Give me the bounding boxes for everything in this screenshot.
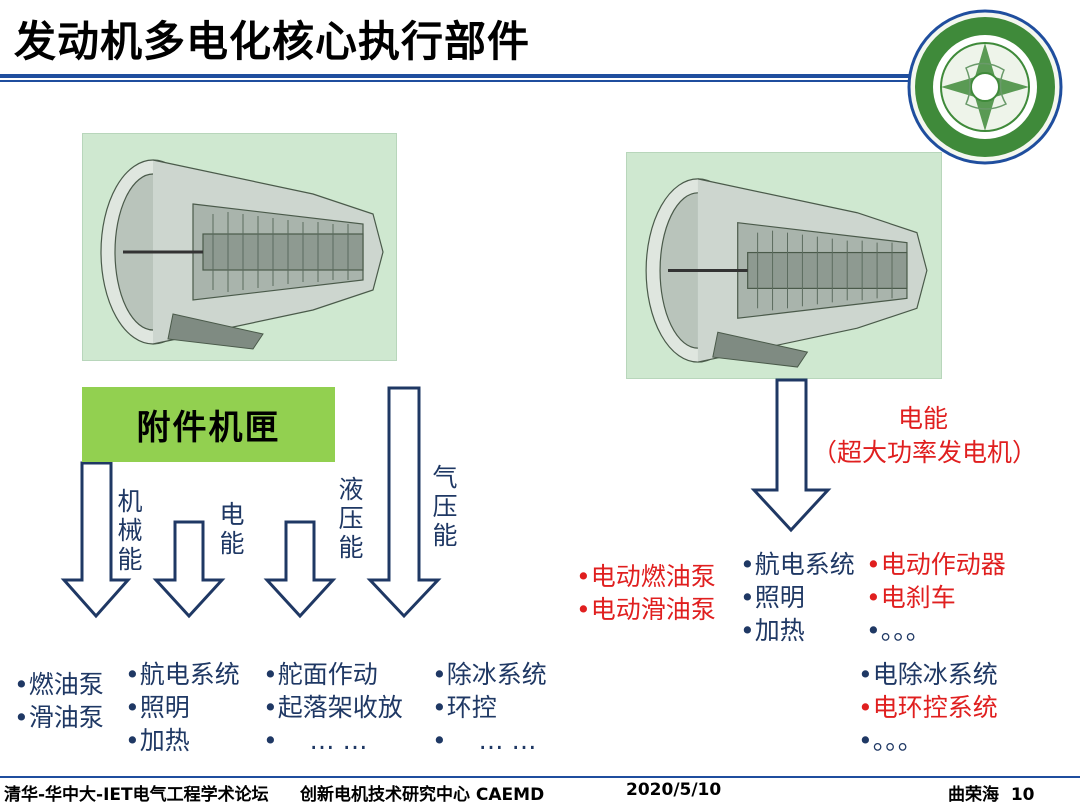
list-item: •。。。 bbox=[866, 616, 931, 645]
list-item: •燃油泵 bbox=[14, 670, 104, 699]
list-item: •电除冰系统 bbox=[858, 660, 998, 689]
list-item: •电动作动器 bbox=[866, 550, 1006, 579]
group-electric-pumps: •电动燃油泵 •电动滑油泵 bbox=[576, 560, 716, 626]
footer-date: 2020/5/10 bbox=[626, 780, 722, 800]
group-electric-deicing: •电除冰系统 •电环控系统 •。。。 bbox=[858, 658, 998, 757]
arrow-hydraulic bbox=[263, 520, 337, 619]
list-item: •舵面作动 bbox=[263, 660, 378, 689]
footer-author-page: 曲荣海 10 bbox=[948, 785, 1035, 805]
label-high-power-generator: （超大功率发电机） bbox=[812, 438, 1038, 467]
list-item: •电刹车 bbox=[866, 583, 956, 612]
group-electric-actuators: •电动作动器 •电刹车 •。。。 bbox=[866, 548, 1006, 647]
list-item: •起落架收放 bbox=[263, 693, 403, 722]
engine-cutaway-right-icon bbox=[626, 152, 942, 379]
label-mechanical-energy: 机 械 能 bbox=[117, 487, 143, 574]
list-item: •航电系统 bbox=[125, 660, 240, 689]
footer-forum: 清华-华中大-IET电气工程学术论坛 bbox=[4, 785, 269, 805]
arrow-right-electric bbox=[750, 378, 832, 533]
group-actuation: •舵面作动 •起落架收放 • … … bbox=[263, 658, 403, 757]
footer-center: 创新电机技术研究中心 CAEMD bbox=[300, 785, 545, 805]
footer-divider bbox=[0, 776, 1080, 778]
page-title: 发动机多电化核心执行部件 bbox=[14, 17, 531, 66]
list-item: •加热 bbox=[125, 726, 190, 755]
caemd-logo-icon bbox=[907, 9, 1063, 165]
list-item: •照明 bbox=[125, 693, 190, 722]
label-pneumatic-energy: 气 压 能 bbox=[432, 463, 458, 550]
list-item: •环控 bbox=[432, 693, 497, 722]
label-right-electric-energy: 电能 bbox=[898, 404, 949, 433]
list-item: •电动滑油泵 bbox=[576, 595, 716, 624]
list-item: •。。。 bbox=[858, 726, 923, 755]
engine-cutaway-left-icon bbox=[82, 133, 397, 361]
list-item: •电环控系统 bbox=[858, 693, 998, 722]
group-avionics: •航电系统 •照明 •加热 bbox=[125, 658, 240, 757]
label-hydraulic-energy: 液 压 能 bbox=[338, 475, 364, 562]
accessory-gearbox-box: 附件机匣 bbox=[82, 387, 335, 462]
list-item: •滑油泵 bbox=[14, 703, 104, 732]
list-item: •电动燃油泵 bbox=[576, 562, 716, 591]
list-item: •照明 bbox=[740, 583, 805, 612]
group-deicing: •除冰系统 •环控 • … … bbox=[432, 658, 547, 757]
arrow-pneumatic bbox=[366, 386, 442, 619]
list-item: •航电系统 bbox=[740, 550, 855, 579]
title-divider-thin bbox=[0, 80, 935, 82]
list-item: •加热 bbox=[740, 616, 805, 645]
arrow-mechanical bbox=[60, 461, 132, 619]
list-item: •除冰系统 bbox=[432, 660, 547, 689]
list-item: • … … bbox=[432, 726, 537, 755]
title-divider bbox=[0, 74, 935, 78]
group-fuel-lube: •燃油泵 •滑油泵 bbox=[14, 668, 104, 734]
list-item: • … … bbox=[263, 726, 368, 755]
label-electric-energy: 电 能 bbox=[219, 500, 245, 558]
group-right-avionics: •航电系统 •照明 •加热 bbox=[740, 548, 855, 647]
arrow-electric bbox=[152, 520, 226, 619]
